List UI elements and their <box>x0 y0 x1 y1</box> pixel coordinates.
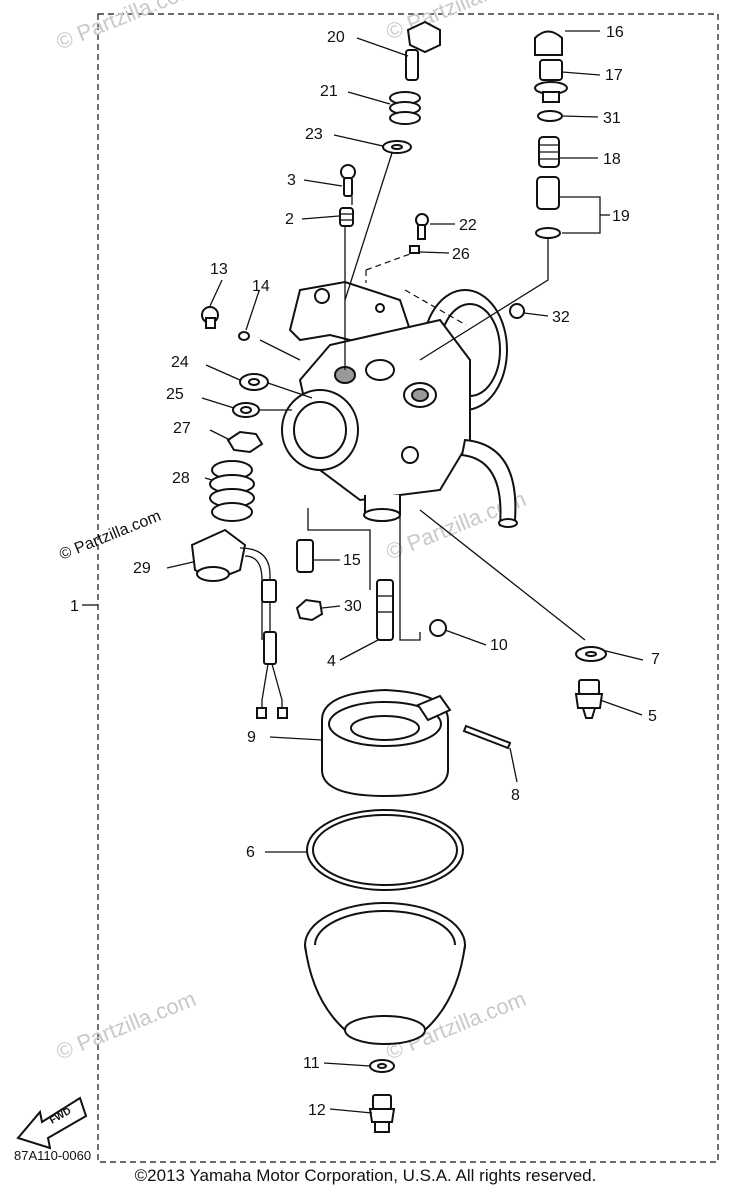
callout-1: 1 <box>70 598 79 615</box>
washer-24 <box>239 373 269 391</box>
callout-18: 18 <box>603 151 621 168</box>
gasket-6 <box>306 809 464 891</box>
washer-7 <box>575 646 607 662</box>
callout-8: 8 <box>511 787 520 804</box>
callout-9: 9 <box>247 729 256 746</box>
callout-29: 29 <box>133 560 151 577</box>
callout-13: 13 <box>210 261 228 278</box>
callout-26: 26 <box>452 246 470 263</box>
callout-4: 4 <box>327 653 336 670</box>
washer-25 <box>232 402 260 418</box>
watermark: © Partzilla.com <box>383 0 530 45</box>
screw-3 <box>340 164 356 197</box>
callout-5: 5 <box>648 708 657 725</box>
callout-3: 3 <box>287 172 296 189</box>
valve-17 <box>534 59 568 103</box>
callout-28: 28 <box>172 470 190 487</box>
callout-11: 11 <box>303 1055 320 1072</box>
callout-24: 24 <box>171 354 189 371</box>
callout-27: 27 <box>173 420 191 437</box>
plug-32 <box>509 303 525 319</box>
plunger-19 <box>535 176 561 239</box>
callout-22: 22 <box>459 217 477 234</box>
callout-21: 21 <box>320 83 338 100</box>
jet-30 <box>295 598 324 622</box>
callout-7: 7 <box>651 651 660 668</box>
washer-26 <box>409 245 420 254</box>
spring-21 <box>389 91 421 125</box>
washer-14 <box>238 331 250 341</box>
o-ring-31 <box>537 110 563 122</box>
callout-17: 17 <box>605 67 623 84</box>
assembly-boundary <box>97 13 719 1163</box>
watermark: © Partzilla.com <box>53 0 200 55</box>
washer-23 <box>382 140 412 154</box>
spring-18 <box>538 136 560 168</box>
pin-8 <box>462 724 512 750</box>
guide-lines <box>259 152 586 641</box>
drain-screw-5 <box>574 679 604 719</box>
throttle-stop-screw <box>405 20 441 81</box>
callout-6: 6 <box>246 844 255 861</box>
float-bowl <box>304 902 466 1045</box>
needle-jet-4 <box>376 579 394 641</box>
carburetor-body <box>281 280 518 528</box>
diagram-code: 87A110-0060 <box>14 1148 91 1163</box>
nut-27 <box>226 430 264 454</box>
callout-19: 19 <box>612 208 630 225</box>
float-9 <box>321 688 452 798</box>
fwd-arrow-icon: FWD <box>16 1096 88 1150</box>
watermark: © Partzilla.com <box>53 986 200 1065</box>
callout-2: 2 <box>285 211 294 228</box>
callout-32: 32 <box>552 309 570 326</box>
callout-25: 25 <box>166 386 184 403</box>
callout-10: 10 <box>490 637 508 654</box>
callout-15: 15 <box>343 552 361 569</box>
copyright-notice: ©2013 Yamaha Motor Corporation, U.S.A. A… <box>134 1166 597 1185</box>
screw-22 <box>415 213 429 240</box>
callout-23: 23 <box>305 126 323 143</box>
screw-10 <box>429 619 447 637</box>
screw-13 <box>201 306 219 329</box>
jet-15 <box>296 539 314 573</box>
cap-16 <box>534 30 563 56</box>
callout-12: 12 <box>308 1102 326 1119</box>
drain-plug-12 <box>368 1094 396 1133</box>
leader-lines <box>82 30 644 1114</box>
watermark-dark: © Partzilla.com <box>57 508 163 564</box>
thermo-unit-29 <box>190 528 288 719</box>
washer-11 <box>369 1059 395 1073</box>
callout-14: 14 <box>252 278 270 295</box>
callout-16: 16 <box>606 24 624 41</box>
spring-2 <box>339 207 354 227</box>
callout-30: 30 <box>344 598 362 615</box>
callout-31: 31 <box>603 110 621 127</box>
spring-28 <box>209 460 255 522</box>
callout-20: 20 <box>327 29 345 46</box>
